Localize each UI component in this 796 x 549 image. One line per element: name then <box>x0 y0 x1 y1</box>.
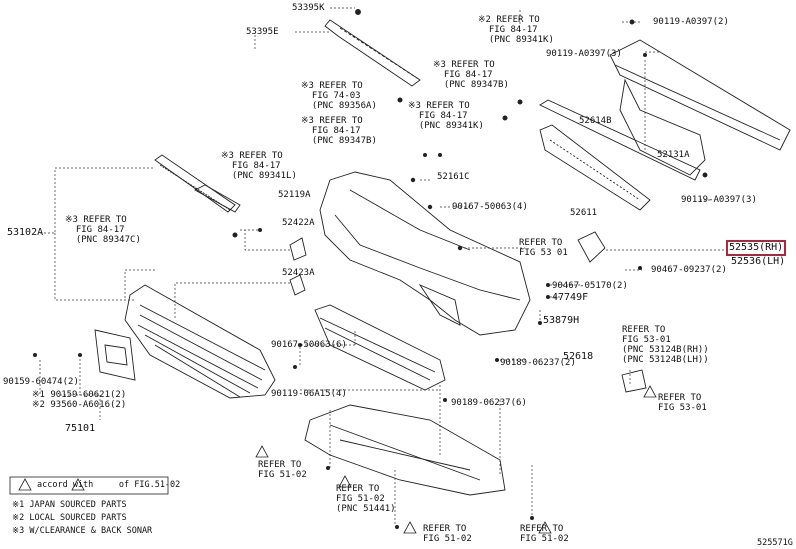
label-refer-51-02-a: REFER TO FIG 51-02 <box>258 460 307 480</box>
leader-lines <box>39 7 725 525</box>
label-52618: 52618 <box>563 351 594 362</box>
label-52422a: 52422A <box>282 218 315 228</box>
legend-box <box>9 476 169 495</box>
part-52119a-bumper-cover <box>319 171 531 336</box>
label-refer-84-17-d: ※3 REFER TO FIG 84-17 (PNC 89347B) <box>301 116 377 146</box>
label-refer-53-01-b: REFER TO FIG 53-01 (PNC 53124B(RH)) (PNC… <box>622 325 709 365</box>
label-52536-lh: 52536(LH) <box>731 256 786 267</box>
label-90189-06237-6: 90189-06237(6) <box>451 398 527 408</box>
label-refer-53-01: REFER TO FIG 53 01 <box>519 238 568 258</box>
label-90167-50063-4: 90167-50063(4) <box>452 202 528 212</box>
legend-line-2: ※2 LOCAL SOURCED PARTS <box>12 513 127 523</box>
label-90189-06237-2: 90189-06237(2) <box>500 358 576 368</box>
part-53124b-cap <box>621 369 647 393</box>
part-51441-undercover <box>304 404 506 496</box>
label-90467-09237-2: 90467-09237(2) <box>651 265 727 275</box>
part-52422a-bracket <box>289 237 307 261</box>
label-90119-06a15-4: 90119-06A15(4) <box>271 389 347 399</box>
label-52614b: 52614B <box>579 116 612 126</box>
label-refer-84-17-a: ※2 REFER TO FIG 84-17 (PNC 89341K) <box>478 15 554 45</box>
part-53395e-strip <box>324 19 421 87</box>
legend-line-3: ※3 W/CLEARANCE & BACK SONAR <box>12 526 153 536</box>
label-refer-74-03: ※3 REFER TO FIG 74-03 (PNC 89356A) <box>301 81 377 111</box>
part-52131a-reinforcement <box>609 39 791 151</box>
label-52423a: 52423A <box>282 268 315 278</box>
label-refer-53-01-c: REFER TO FIG 53-01 <box>658 393 707 413</box>
label-47749f: 47749F <box>552 292 589 303</box>
label-refer-51-02-c: REFER TO FIG 51-02 <box>423 524 472 544</box>
label-90119-a0397-3: 90119-A0397(3) <box>546 49 622 59</box>
label-90467-05170-2: 90467-05170(2) <box>552 281 628 291</box>
label-53879h: 53879H <box>543 315 580 326</box>
part-52535-bracket <box>577 231 606 263</box>
label-52119a: 52119A <box>278 190 311 200</box>
label-90119-a0397-2a: 90119-A0397(2) <box>653 17 729 27</box>
label-52131a: 52131A <box>657 150 690 160</box>
label-52161c: 52161C <box>437 172 470 182</box>
diagram-id: 525571G <box>757 538 793 548</box>
label-90159-60621-2: ※1 90159-60621(2) ※2 93560-A6016(2) <box>32 390 127 410</box>
label-90119-a0397-3b: 90119-A0397(3) <box>681 195 757 205</box>
label-refer-51-02-d: REFER TO FIG 51-02 <box>520 524 569 544</box>
label-refer-84-17-f: ※3 REFER TO FIG 84-17 (PNC 89347C) <box>65 215 141 245</box>
label-52611: 52611 <box>570 208 598 218</box>
label-refer-84-17-e: ※3 REFER TO FIG 84-17 (PNC 89341L) <box>221 151 297 181</box>
label-90167-50063-6: 90167-50063(6) <box>271 340 347 350</box>
label-refer-84-17-c: ※3 REFER TO FIG 84-17 (PNC 89341K) <box>408 101 484 131</box>
part-52618-spoiler <box>314 304 446 391</box>
label-refer-51-02-b: REFER TO FIG 51-02 (PNC 51441) <box>336 484 396 514</box>
part-52614b-absorber <box>539 99 701 181</box>
label-53102a: 53102A <box>7 227 44 238</box>
part-52423a-bracket <box>289 274 306 296</box>
legend-note: accord with of FIG.51-02 <box>37 480 181 490</box>
label-90159-60474-2: 90159-60474(2) <box>3 377 79 387</box>
part-75101-bracket <box>94 329 136 381</box>
label-53395k: 53395K <box>292 3 325 13</box>
label-75101: 75101 <box>65 423 96 434</box>
legend-line-1: ※1 JAPAN SOURCED PARTS <box>12 500 127 510</box>
warning-triangles <box>18 385 657 534</box>
label-52535-rh[interactable]: 52535(RH) <box>725 240 787 256</box>
part-lower-grille <box>124 284 276 399</box>
part-52611-absorber <box>539 124 651 211</box>
fasteners <box>33 53 647 529</box>
label-53395e: 53395E <box>246 27 279 37</box>
label-refer-84-17-b: ※3 REFER TO FIG 84-17 (PNC 89347B) <box>433 60 509 90</box>
